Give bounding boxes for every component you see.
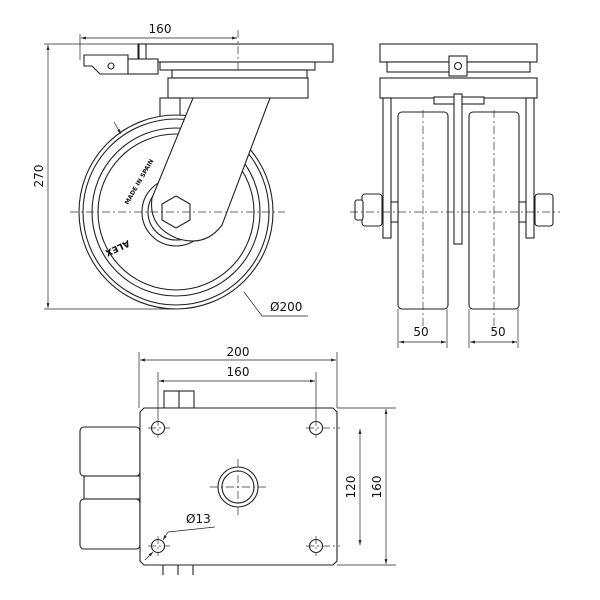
dim-wheel-width-left: 50 [413,325,428,339]
dim-wheel-diameter: Ø200 [270,300,302,314]
dim-wheel-width-right: 50 [490,325,505,339]
dim-plate-length: 200 [227,345,250,359]
top-view: 200 160 120 160 Ø13 [79,345,396,575]
side-view: MADE IN SPAIN ALEX 160 270 Ø200 [32,22,334,317]
dim-height: 270 [32,165,46,188]
dim-plate-width: 160 [370,476,384,499]
dim-hole-spacing-y: 120 [344,476,358,499]
dim-hole-diameter: Ø13 [186,512,211,526]
front-view: 50 50 [350,43,560,348]
dim-plate-width: 160 [149,22,172,36]
dim-hole-spacing-x: 160 [227,365,250,379]
